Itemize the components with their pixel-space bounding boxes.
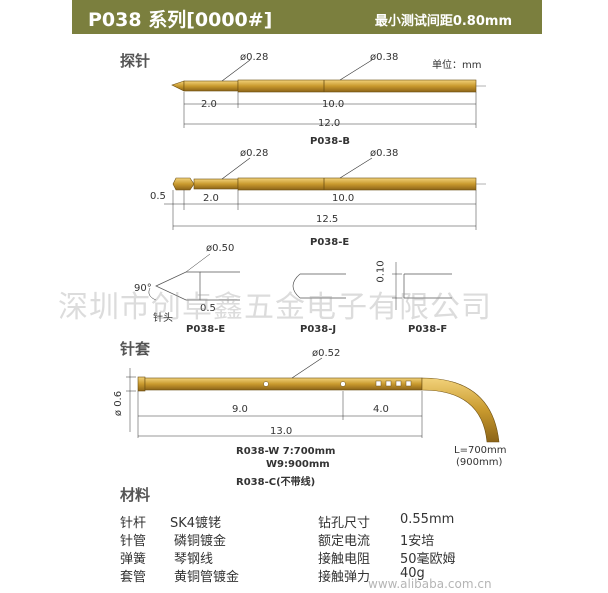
probe-b-dim-tip: 2.0	[201, 99, 217, 110]
tip-f-dim: 0.10	[375, 260, 387, 283]
sleeve-length-1: L=700mm	[454, 445, 507, 456]
tip-e-name: P038-E	[186, 324, 226, 335]
tip-e-label: 针头	[153, 313, 173, 324]
probe-e-dim-head: 0.5	[150, 191, 166, 202]
unit-label: 单位：mm	[432, 60, 482, 71]
tip-e-len: 0.5	[200, 303, 216, 314]
material-key: 额定电流	[318, 534, 371, 549]
probe-b-drawing	[171, 59, 486, 128]
material-value: SK4镀铑	[170, 516, 222, 531]
tip-j-drawing	[292, 273, 346, 299]
probe-e-dim-total: 12.5	[316, 214, 339, 225]
sleeve-name-line-1: R038-W 7:700mm	[236, 446, 336, 457]
tip-j-name: P038-J	[300, 324, 337, 335]
series-title: P038 系列[0000#]	[88, 9, 273, 31]
material-key: 针杆	[120, 516, 147, 531]
material-key: 接触电阻	[318, 552, 371, 567]
sleeve-name-line-3: R038-C(不带线)	[236, 477, 316, 488]
sleeve-drawing	[126, 357, 500, 443]
probe-e-dia-small: ø0.28	[240, 148, 269, 159]
material-value: 黄铜管镀金	[174, 570, 240, 585]
section-material: 材料	[120, 486, 151, 504]
material-key: 钻孔尺寸	[318, 516, 371, 531]
material-value: 1安培	[400, 534, 435, 549]
tip-f-drawing	[392, 262, 452, 310]
probe-e-name: P038-E	[310, 237, 350, 248]
probe-e-dim-tip: 2.0	[203, 193, 219, 204]
material-value: 50毫欧姆	[400, 552, 456, 567]
probe-b-name: P038-B	[310, 136, 350, 147]
tip-e-angle: 90°	[134, 283, 152, 294]
sleeve-name-line-2: W9:900mm	[266, 459, 330, 470]
probe-b-dim-total: 12.0	[318, 118, 341, 129]
sleeve-dim-total: 13.0	[270, 426, 293, 437]
sleeve-dia: ø0.52	[312, 348, 341, 359]
section-sleeve: 针套	[120, 340, 151, 358]
material-key: 套管	[120, 570, 147, 585]
sleeve-dim-a: 9.0	[232, 404, 248, 415]
probe-e-dim-body: 10.0	[332, 193, 355, 204]
material-key: 接触弹力	[318, 570, 371, 585]
material-value: 0.55mm	[400, 512, 455, 527]
probe-e-dia-large: ø0.38	[370, 148, 399, 159]
watermark-company: 深圳市创卓鑫五金电子有限公司	[58, 290, 492, 325]
material-key: 针管	[120, 534, 147, 549]
material-key: 弹簧	[120, 552, 147, 567]
probe-b-dia-small: ø0.28	[240, 52, 269, 63]
sleeve-length-2: (900mm)	[456, 457, 503, 468]
sleeve-od: ø 0.6	[113, 390, 125, 417]
tip-e-dia: ø0.50	[206, 243, 235, 254]
watermark-site: www.alibaba.com.cn	[368, 577, 492, 591]
probe-e-drawing	[164, 157, 486, 230]
probe-b-dim-body: 10.0	[322, 99, 345, 110]
material-value: 琴钢线	[174, 552, 214, 567]
tip-e-drawing	[148, 253, 240, 301]
section-probe: 探针	[120, 52, 151, 70]
min-pitch-spec: 最小测试间距0.80mm	[374, 14, 512, 29]
probe-b-dia-large: ø0.38	[370, 52, 399, 63]
tip-f-name: P038-F	[408, 324, 448, 335]
material-value: 40g	[400, 566, 425, 581]
sleeve-dim-b: 4.0	[373, 404, 389, 415]
title-banner: P038 系列[0000#] 最小测试间距0.80mm	[72, 0, 542, 34]
material-value: 磷铜镀金	[174, 534, 227, 549]
